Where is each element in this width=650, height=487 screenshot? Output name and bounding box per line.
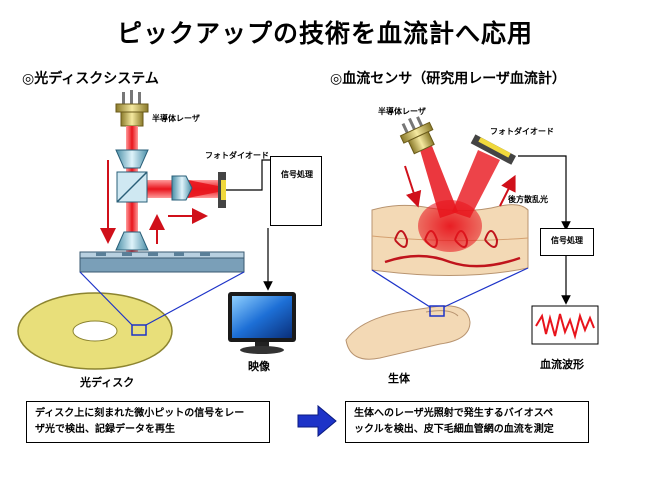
photodiode-right	[470, 134, 517, 165]
optical-disc-label: 光ディスク	[80, 376, 135, 389]
photodiode-left	[218, 172, 226, 208]
optical-disc	[17, 292, 173, 370]
laser-diode-right	[399, 116, 435, 155]
optical-disc-description: ディスク上に刻まれた微小ピットの信号をレー ザ光で検出、記録データを再生	[26, 401, 270, 443]
semiconductor-laser-label-left: 半導体レーザ	[152, 114, 200, 123]
left-note-line-1: ディスク上に刻まれた微小ピットの信号をレー	[35, 408, 245, 419]
blood-flow-sensor-description: 生体へのレーザ光照射で発生するバイオスペ ックルを検出、皮下毛細血管網の血流を測…	[345, 401, 589, 443]
photodiode-label-right: フォトダイオード	[490, 127, 554, 136]
body-label: 生体	[388, 372, 410, 385]
left-note-line-2: ザ光で検出、記録データを再生	[35, 424, 175, 435]
waveform-label: 血流波形	[540, 358, 584, 371]
tv-monitor	[228, 292, 296, 354]
right-note-line-2: ックルを検出、皮下毛細血管網の血流を測定	[354, 424, 554, 435]
left-section-heading: ◎光ディスクシステム	[22, 71, 159, 87]
right-note-line-1: 生体へのレーザ光照射で発生するバイオスペ	[354, 408, 554, 419]
signal-processing-box-left: 信号処理	[270, 156, 322, 226]
objective-lens	[115, 231, 149, 251]
disc-cross-section	[79, 251, 245, 273]
right-arrow-icon	[297, 404, 337, 438]
video-label: 映像	[248, 360, 270, 373]
finger	[345, 305, 471, 360]
signal-processing-box-right: 信号処理	[540, 228, 594, 256]
backscatter-beam	[452, 150, 500, 218]
right-section-heading: ◎血流センサ（研究用レーザ血流計）	[330, 71, 566, 87]
laser-diode-left	[115, 90, 149, 127]
blood-flow-waveform	[531, 305, 599, 345]
photodiode-label-left: フォトダイオード	[205, 151, 269, 160]
collimator-lens	[115, 149, 149, 169]
incident-beam	[420, 146, 458, 218]
page-title: ピックアップの技術を血流計へ応用	[116, 19, 533, 48]
semiconductor-laser-label-right: 半導体レーザ	[378, 107, 426, 116]
beam-splitter	[116, 171, 148, 203]
backscatter-label: 後方散乱光	[508, 195, 548, 204]
